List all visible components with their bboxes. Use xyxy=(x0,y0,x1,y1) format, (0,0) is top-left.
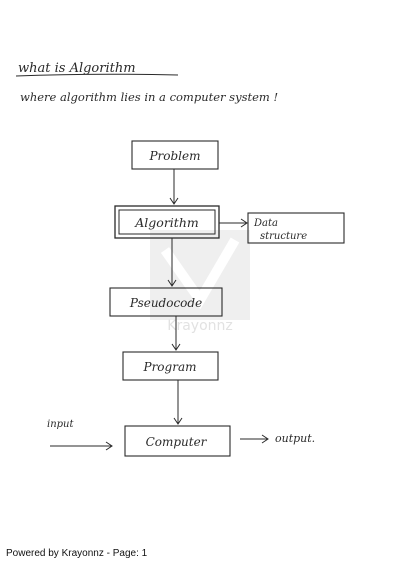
heading-underline xyxy=(15,73,179,77)
page-subheading: where algorithm lies in a computer syste… xyxy=(20,90,278,104)
computer-label: Computer xyxy=(146,435,208,449)
data-structure-box xyxy=(247,212,345,244)
pseudocode-label: Pseudocode xyxy=(129,296,202,310)
watermark-text: Krayonnz xyxy=(167,318,232,334)
problem-box xyxy=(131,140,219,170)
output-label: output. xyxy=(275,432,315,445)
input-label: input xyxy=(47,419,74,430)
algorithm-box-inner xyxy=(118,209,216,235)
pseudocode-box xyxy=(109,287,223,317)
program-box xyxy=(122,351,219,381)
data-structure-label-2: structure xyxy=(260,231,307,242)
page-heading: what is Algorithm xyxy=(18,61,136,76)
problem-label: Problem xyxy=(148,149,200,163)
computer-box xyxy=(124,425,231,457)
algorithm-box xyxy=(114,205,220,239)
program-label: Program xyxy=(143,360,197,374)
algorithm-label: Algorithm xyxy=(134,215,198,230)
footer-text: Powered by Krayonnz - Page: 1 xyxy=(6,548,148,559)
watermark: Krayonnz xyxy=(150,230,250,334)
data-structure-label-1: Data xyxy=(253,218,278,229)
